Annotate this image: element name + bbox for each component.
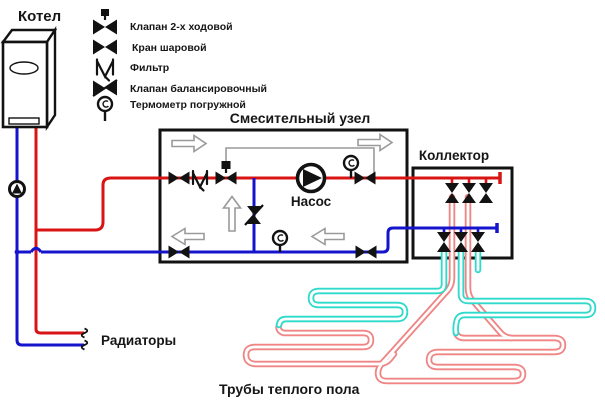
radiators-label: Радиаторы (101, 333, 176, 348)
arrow-right-top-left-icon (171, 134, 208, 153)
legend: Клапан 2-х ходовой Кран шаровой Фильтр К… (92, 9, 267, 121)
loop-valve-icon (437, 232, 451, 252)
supply-to-mixing-and-collector (36, 176, 500, 232)
filter-icon (191, 169, 209, 192)
boiler-window (9, 61, 39, 75)
legend-label: Клапан 2-х ходовой (130, 21, 233, 33)
boiler (0, 26, 58, 131)
immersion-thermometer-icon (96, 95, 114, 121)
collector-valves (437, 178, 493, 252)
supply-pipes (34, 127, 502, 335)
arrow-left-bottom-mid-icon (310, 227, 345, 246)
pump-label: Насос (291, 194, 332, 209)
thermometer-supply-icon (342, 154, 360, 178)
balancing-valve-icon (92, 79, 118, 97)
boiler-return-riser (15, 127, 84, 347)
return-pipes (14, 127, 499, 347)
boiler-supply-riser (34, 127, 84, 335)
loop-valve-icon (462, 183, 476, 203)
ball-valve-icon (354, 171, 376, 185)
legend-label: Кран шаровой (132, 42, 207, 54)
pump-icon (295, 162, 327, 194)
flow-arrows (170, 133, 394, 246)
arrow-right-top-right-icon (357, 133, 394, 152)
loop-valve-icon (454, 232, 468, 252)
balancing-valve-icon (244, 204, 264, 226)
ball-valve-icon (168, 245, 190, 259)
bypass-line (225, 147, 375, 176)
mixing-unit-components (168, 154, 377, 259)
filter-icon (95, 58, 115, 82)
boiler-circuit (8, 180, 89, 351)
boiler-front-face (1, 40, 49, 129)
boiler-label: Котел (18, 8, 61, 25)
mixing-unit-label: Смесительный узел (230, 110, 371, 126)
small-pump-icon (8, 180, 26, 198)
ball-valve-icon (355, 245, 377, 259)
legend-label: Термометр погружной (130, 99, 246, 111)
loop-valve-icon (479, 183, 493, 203)
ball-valve-icon (168, 171, 190, 185)
thermometer-return-icon (271, 229, 289, 252)
arrow-up-icon (221, 195, 243, 232)
return-from-collector (41, 226, 496, 254)
floor-heating-pipes (242, 193, 597, 385)
floor-pipes-label: Трубы теплого пола (219, 381, 360, 397)
radiator-connection-squiggles (80, 327, 89, 351)
collector-label: Коллектор (419, 148, 489, 163)
loop-valve-icon (445, 183, 459, 203)
floor-return-pipes (275, 248, 597, 337)
boiler-base-slot (8, 117, 40, 125)
legend-label: Фильтр (130, 62, 169, 74)
two-way-valve-icon (215, 161, 237, 185)
ball-valve-icon (93, 39, 117, 55)
pipe-crossing-hop (29, 246, 43, 253)
loop-valve-icon (471, 232, 485, 252)
legend-label: Клапан балансировочный (130, 83, 267, 95)
arrow-left-bottom-left-icon (170, 227, 205, 246)
two-way-valve-icon (93, 9, 117, 35)
